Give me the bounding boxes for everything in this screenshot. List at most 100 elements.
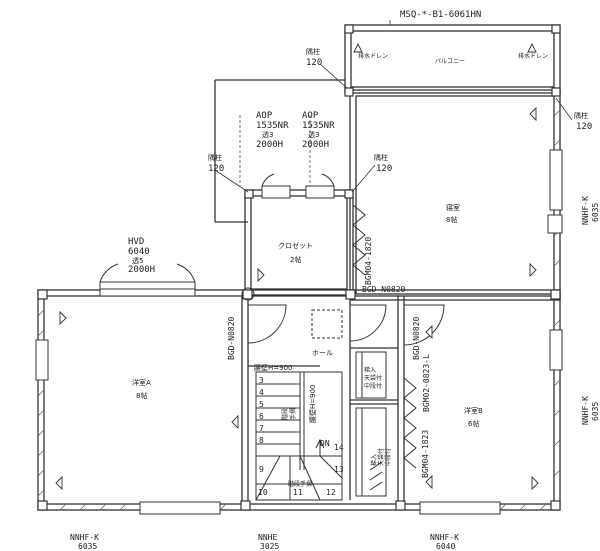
window-western-a-west [35,339,49,381]
storage-lower-3: 中段付 [384,448,392,466]
svg-text:11: 11 [293,488,303,497]
column-right-mid-value: 120 [576,122,592,132]
column-marker [344,189,354,199]
staircase [255,371,343,501]
storage-units [355,351,387,497]
svg-text:9: 9 [259,465,264,474]
column-closet-left-label: 隅柱 [208,153,222,162]
door-code-bgm-1820: BGM04-1820 [364,237,373,285]
stair-direction: DN [320,439,330,448]
column-top-left-label: 隅柱 [306,47,320,56]
svg-text:14: 14 [334,443,344,452]
window-spec-aop2: AOP 1535NR 透3 2000H [302,111,335,150]
window-bedroom-east [549,149,563,211]
storage-lower-2: 天袋付 [377,448,385,466]
folding-door-lower [403,377,417,469]
leader-lines [214,20,573,193]
drain-right-label: 排水ドレン [518,52,548,60]
exterior-walls [37,24,561,511]
stair-side-label-2: 手摺 [289,408,297,420]
door-code-bgm-0823: BGM02-0823-L [422,354,431,412]
svg-text:AOP: AOP [302,111,319,121]
svg-text:透3: 透3 [308,131,319,139]
folding-door-closet [352,204,366,276]
bottom-left-value: 6035 [78,542,97,551]
svg-text:3: 3 [259,376,264,385]
svg-text:5: 5 [259,400,264,409]
western-a-name: 洋室A [132,378,151,387]
column-marker [240,500,251,511]
door-code-bgd-left: BGD-N0820 [227,316,236,360]
door-swing-bedroom [349,304,387,342]
svg-text:2000H: 2000H [128,265,155,275]
svg-text:2000H: 2000H [302,140,329,150]
svg-text:6040: 6040 [128,247,150,257]
window-western-b-east [549,329,563,371]
bottom-center-code: NNHE [258,533,277,542]
column-marker [345,289,356,300]
bottom-left-code: NNHF-K [70,533,99,542]
svg-text:4: 4 [259,388,264,397]
storage-ceiling-1: 梯入 [364,366,376,374]
column-marker [551,87,561,97]
door-code-bgd-right: BGD-N0820 [412,316,421,360]
column-marker [550,500,561,511]
svg-text:HVD: HVD [128,237,144,247]
window-aop-left [261,185,291,199]
balcony-label: バルコニー [435,58,465,65]
svg-text:2000H: 2000H [256,140,283,150]
hall-label: ホール [312,349,333,357]
door-swing-hvd-right [176,263,196,283]
interior-walls [241,296,405,504]
stair-rail-side: 腰壁H=900 [308,385,317,424]
door-swing-closet-right [321,173,335,187]
svg-text:6: 6 [259,412,264,421]
window-bottom-left [139,501,221,515]
closet-name: クロゼット [278,241,313,250]
svg-text:12: 12 [326,488,336,497]
door-swing-closet-left [261,173,275,187]
column-closet-right-value: 120 [376,164,392,174]
right-top-value: 6035 [591,203,600,222]
drain-left-label: 排水ドレン [358,52,388,60]
right-top-code: NNHF-K [581,196,590,225]
svg-text:1535NR: 1535NR [256,121,289,131]
stair-rail-top: 腰壁H=900 [254,363,293,372]
svg-text:10: 10 [258,488,268,497]
svg-text:AOP: AOP [256,111,273,121]
window-bottom-right [419,501,501,515]
bottom-right-value: 6040 [436,542,455,551]
column-marker [395,500,406,511]
column-marker [344,87,354,97]
door-swing-western-a [247,304,287,344]
column-top-left-value: 120 [306,58,322,68]
column-marker [244,189,254,199]
door-swings [99,173,445,469]
column-marker [242,289,253,300]
column-marker [37,500,48,511]
storage-lower-1: 梯入 [370,454,378,466]
bedroom-size: 8帖 [446,215,457,224]
stair-step-numbers: 3 4 5 6 7 8 9 10 11 12 13 14 [258,376,344,497]
svg-text:13: 13 [334,465,344,474]
stair-side-label-1: 階段 [281,408,289,420]
right-bottom-code: NNHF-K [581,396,590,425]
column-right-mid-label: 隅柱 [574,111,588,120]
window-bedroom-sill [547,214,563,234]
wall-markers [55,42,539,491]
corner-columns [37,24,561,511]
window-aop-right [305,185,335,199]
column-marker [344,24,354,34]
svg-text:透3: 透3 [262,131,273,139]
svg-text:透5: 透5 [132,257,143,265]
column-marker [550,289,561,300]
right-bottom-value: 6035 [591,402,600,421]
hall-dashed-box [311,309,343,339]
door-code-bgm-1823: BGM04-1823 [421,430,430,478]
storage-ceiling-3: 中段付 [364,382,382,390]
column-marker [551,24,561,34]
door-swing-western-b [403,304,445,346]
column-marker [37,289,48,300]
windows [35,149,563,515]
